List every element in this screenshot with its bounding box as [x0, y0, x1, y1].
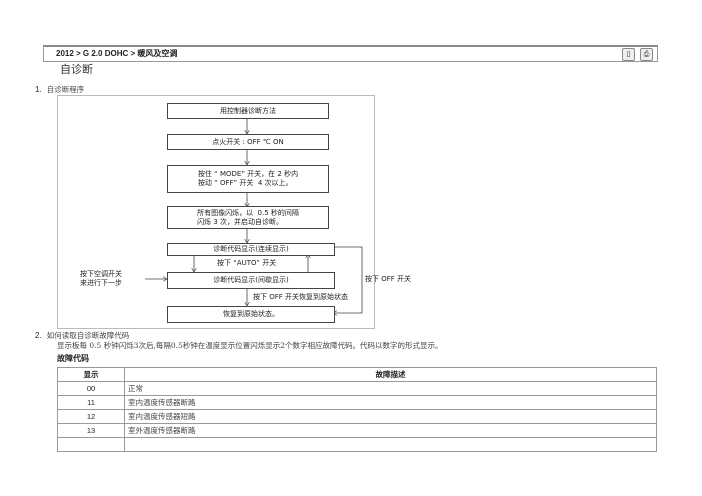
flow-box-continuous: 诊断代码显示(连续显示) [167, 243, 335, 256]
header-description: 故障描述 [124, 367, 657, 382]
flow-box-intermittent: 诊断代码显示(间歇显示) [167, 272, 335, 289]
breadcrumb: 2012 > G 2.0 DOHC > 暖风及空调 [56, 49, 178, 58]
description [124, 437, 657, 452]
flow-box-blink: 所有图像闪烁，以 0.5 秒的间隔 闪烁 3 次，并启动自诊断。 [167, 206, 329, 229]
flow-box-ignition: 点火开关 : OFF ℃ ON [167, 134, 329, 150]
code: 11 [57, 395, 125, 410]
code: 00 [57, 381, 125, 396]
label-ac: 按下空调开关 来进行下一步 [80, 270, 122, 287]
section-heading: 如何读取自诊断故障代码 [46, 331, 130, 340]
print-icon[interactable]: ⎙ [640, 48, 653, 61]
flow-box-method: 用控制器诊断方法 [167, 103, 329, 119]
description: 正常 [124, 381, 657, 396]
description: 室外温度传感器断路 [124, 423, 657, 438]
label-auto: 按下 “AUTO” 开关 [217, 259, 277, 267]
table-row [57, 437, 657, 452]
label-off: 按下 OFF 开关 [365, 275, 412, 283]
code [57, 437, 125, 452]
section-heading: 自诊断程序 [46, 85, 85, 94]
section-description: 显示板每 0.5 秒钟闪烁3次后,每隔0.5秒钟在温度显示位置闪烁显示2个数字相… [57, 341, 443, 350]
flowchart [57, 95, 375, 329]
label-off-restore: 按下 OFF 开关恢复到原始状态 [253, 293, 349, 301]
section-number: 1. [35, 85, 42, 94]
header-display: 显示 [57, 367, 125, 382]
code: 12 [57, 409, 125, 424]
flow-box-mode: 按住 “ MODE” 开关，在 2 秒内 按动 “ OFF” 开关 4 次以上。 [167, 165, 329, 193]
description: 室内温度传感器断路 [124, 395, 657, 410]
description: 室内温度传感器短路 [124, 409, 657, 424]
page-title: 自诊断 [60, 63, 93, 76]
breadcrumb-bar: 2012 > G 2.0 DOHC > 暖风及空调 ▯ ⎙ [43, 45, 658, 62]
flow-box-restore: 恢复到原始状态。 [167, 306, 335, 323]
info-icon[interactable]: ▯ [622, 48, 635, 61]
section-number: 2. [35, 331, 42, 340]
code: 13 [57, 423, 125, 438]
table-title: 故障代码 [57, 354, 89, 363]
